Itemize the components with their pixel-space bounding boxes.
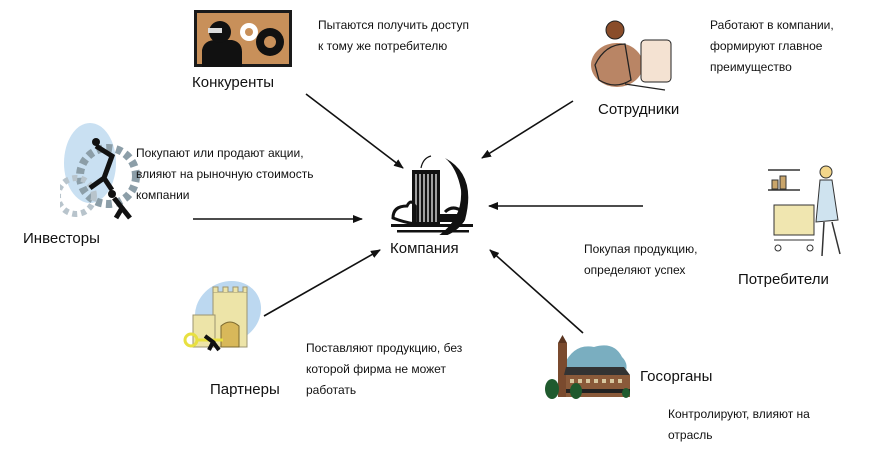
- employees-description: Работают в компании, формируют главное п…: [710, 15, 834, 78]
- investors-desc-line: влияют на рыночную стоимость: [136, 167, 314, 181]
- arrow-partners: [263, 249, 381, 317]
- investors-desc-line: компании: [136, 188, 190, 202]
- employees-desc-line: Работают в компании,: [710, 18, 834, 32]
- government-building-icon: [545, 335, 630, 399]
- consumers-desc-line: определяют успех: [584, 263, 686, 277]
- competitors-desc-line: к тому же потребителю: [318, 39, 448, 53]
- government-desc-line: Контролируют, влияют на: [668, 407, 810, 421]
- investors-icon-wrap: [55, 118, 140, 223]
- competitors-desc-line: Пытаются получить доступ: [318, 18, 469, 32]
- investors-desc-line: Покупают или продают акции,: [136, 146, 304, 160]
- shopper-cart-icon: [768, 165, 841, 257]
- partners-description: Поставляют продукцию, без которой фирма …: [306, 338, 462, 401]
- government-icon-wrap: [544, 335, 634, 400]
- employees-desc-line: преимущество: [710, 60, 792, 74]
- consumers-label: Потребители: [738, 271, 829, 288]
- employees-icon-wrap: [585, 10, 675, 95]
- partners-label: Партнеры: [210, 381, 280, 398]
- employees-label: Сотрудники: [598, 101, 680, 118]
- arrow-competitors: [305, 93, 404, 169]
- partners-desc-line: которой фирма не может: [306, 362, 446, 376]
- castle-key-icon: [183, 280, 262, 352]
- government-desc-line: отрасль: [668, 428, 713, 442]
- gears-businessman-icon: [194, 10, 292, 67]
- government-label: Госорганы: [640, 368, 713, 385]
- investors-label: Инвесторы: [23, 230, 100, 247]
- office-building-icon: [391, 155, 473, 238]
- partners-icon-wrap: [183, 280, 263, 355]
- arrow-government: [489, 249, 584, 334]
- company-label: Компания: [390, 240, 459, 257]
- competitors-description: Пытаются получить доступ к тому же потре…: [318, 15, 469, 57]
- consumers-icon-wrap: [764, 160, 854, 260]
- arrow-employees: [481, 100, 574, 159]
- employees-desc-line: формируют главное: [710, 39, 823, 53]
- businessmen-gears-icon: [55, 123, 140, 220]
- competitors-icon-wrap: [194, 10, 292, 67]
- consumers-desc-line: Покупая продукцию,: [584, 242, 698, 256]
- government-description: Контролируют, влияют на отрасль: [668, 404, 810, 446]
- office-worker-icon: [591, 20, 672, 91]
- company-node: Компания: [385, 150, 485, 260]
- partners-desc-line: Поставляют продукцию, без: [306, 341, 463, 355]
- investors-description: Покупают или продают акции, влияют на ры…: [136, 143, 313, 206]
- competitors-label: Конкуренты: [192, 74, 275, 91]
- partners-desc-line: работать: [306, 383, 357, 397]
- consumers-description: Покупая продукцию, определяют успех: [584, 239, 697, 281]
